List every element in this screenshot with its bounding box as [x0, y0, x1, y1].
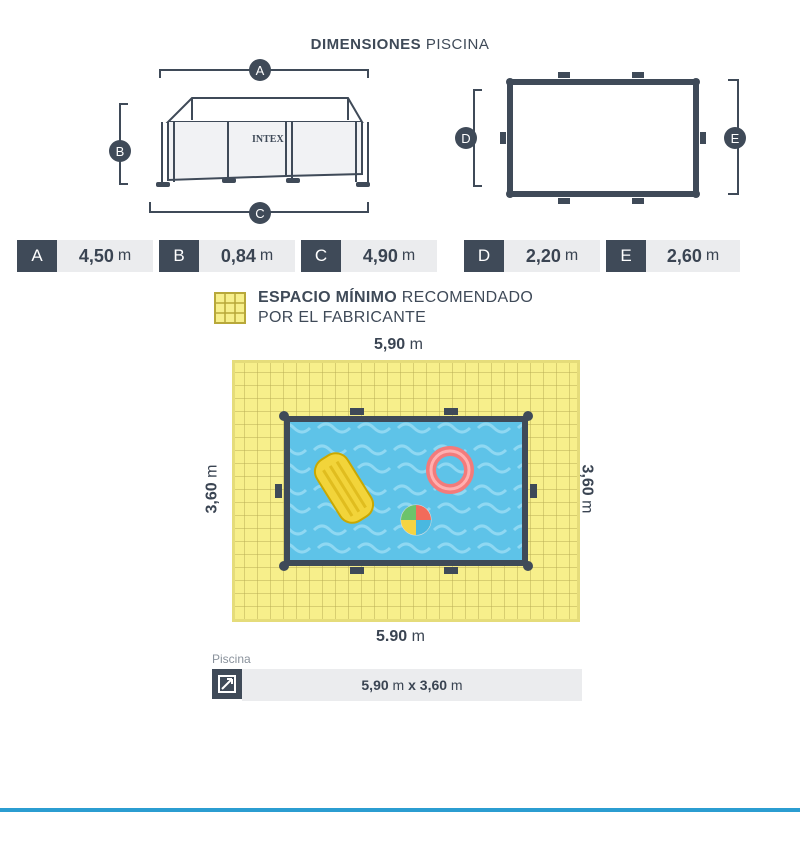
brand-logo: INTEX — [252, 134, 284, 145]
grid-icon — [214, 292, 246, 324]
svg-text:E: E — [731, 131, 740, 146]
page-title: DIMENSIONES PISCINA — [310, 36, 490, 53]
callout-a: A — [249, 59, 271, 81]
space-top-label: 5,90 m — [374, 336, 423, 353]
resize-diagonal-icon — [212, 669, 242, 699]
svg-text:A: A — [256, 63, 265, 78]
space-left-label: 3,60 m — [203, 464, 221, 514]
bottom-divider — [0, 808, 800, 812]
beach-ball-icon — [400, 504, 432, 536]
minimum-space-diagram — [232, 360, 580, 622]
swim-ring-icon — [426, 446, 474, 494]
pool-top-view-diagram: D E — [455, 72, 746, 204]
space-right-label: 3,60 m — [578, 464, 596, 514]
pool-perspective-diagram: INTEX A B C — [109, 59, 370, 224]
svg-text:D: D — [461, 131, 470, 146]
legend-text: ESPACIO MÍNIMO RECOMENDADO POR EL FABRIC… — [258, 289, 534, 326]
callout-e: E — [724, 127, 746, 149]
callout-d: D — [455, 127, 477, 149]
callout-b: B — [109, 140, 131, 162]
svg-text:B: B — [116, 144, 125, 159]
space-bottom-label: 5.90 m — [376, 628, 425, 645]
air-mattress-icon — [313, 452, 375, 524]
svg-text:C: C — [255, 206, 264, 221]
piscina-label: Piscina — [212, 652, 251, 666]
callout-c: C — [249, 202, 271, 224]
piscina-size-value: 5,90 m x 3,60 m — [242, 669, 582, 701]
piscina-size-bar: 5,90 m x 3,60 m — [212, 669, 582, 701]
